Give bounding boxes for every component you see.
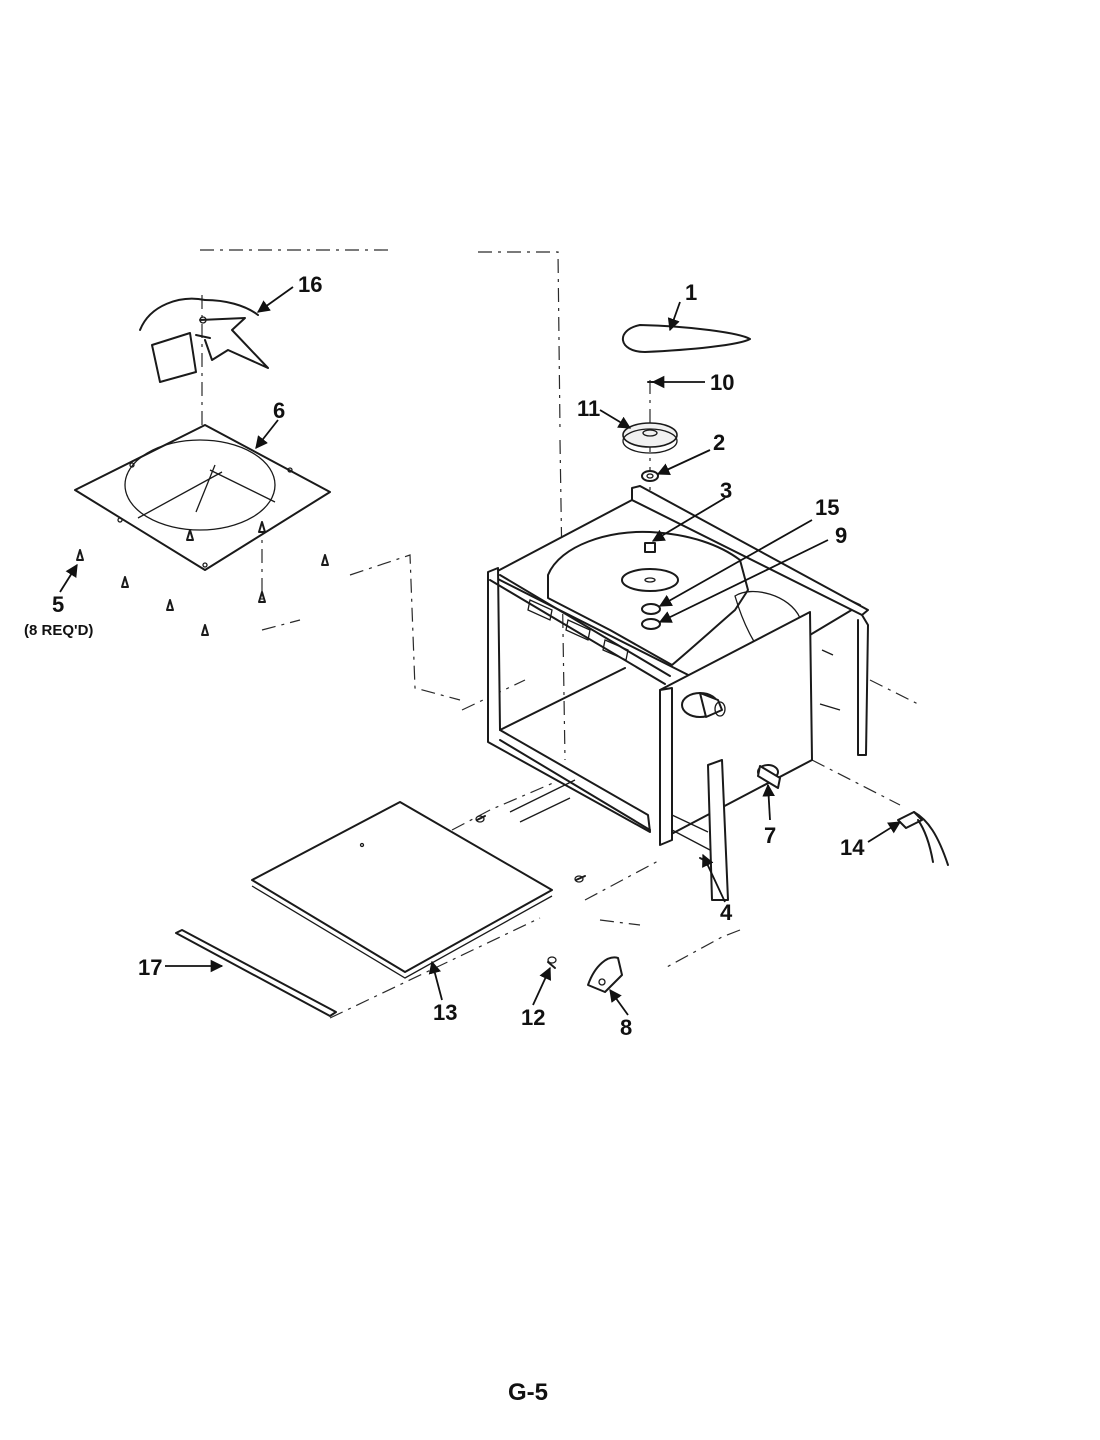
callout-5-note: (8 REQ'D) bbox=[24, 622, 93, 639]
callout-16: 16 bbox=[298, 272, 322, 297]
blower-mounting-plate bbox=[74, 424, 331, 571]
callout-labels: 1 10 11 2 3 15 9 16 6 5 (8 REQ'D) 7 14 4… bbox=[24, 272, 865, 1040]
floor-panel-part bbox=[251, 801, 553, 979]
screw-part-12 bbox=[547, 956, 557, 969]
rail-strip-part bbox=[175, 929, 337, 1017]
callout-13: 13 bbox=[433, 1000, 457, 1025]
callout-11: 11 bbox=[577, 396, 600, 421]
callout-10: 10 bbox=[710, 370, 734, 395]
oven-chassis-assembly bbox=[487, 485, 869, 901]
wire-connector-part bbox=[897, 811, 949, 866]
callout-4: 4 bbox=[720, 900, 733, 925]
bracket-part bbox=[587, 956, 623, 993]
callout-8: 8 bbox=[620, 1015, 632, 1040]
screw-fasteners bbox=[76, 521, 329, 636]
callout-9: 9 bbox=[835, 523, 847, 548]
callout-5: 5 bbox=[52, 592, 64, 617]
callout-3: 3 bbox=[720, 478, 732, 503]
callout-14: 14 bbox=[840, 835, 865, 860]
washer-part bbox=[641, 470, 659, 482]
callout-1: 1 bbox=[685, 280, 697, 305]
blower-wheel-part bbox=[139, 297, 269, 383]
stirrer-blade-part bbox=[621, 324, 751, 353]
callout-12: 12 bbox=[521, 1005, 545, 1030]
page-id: G-5 bbox=[508, 1379, 548, 1406]
callout-15: 15 bbox=[815, 495, 839, 520]
callout-2: 2 bbox=[713, 430, 725, 455]
leader-lines bbox=[59, 286, 902, 1016]
lamp-socket-part bbox=[757, 764, 781, 789]
callout-17: 17 bbox=[138, 955, 162, 980]
callout-7: 7 bbox=[764, 823, 776, 848]
pulley-part bbox=[622, 422, 678, 454]
callout-6: 6 bbox=[273, 398, 285, 423]
